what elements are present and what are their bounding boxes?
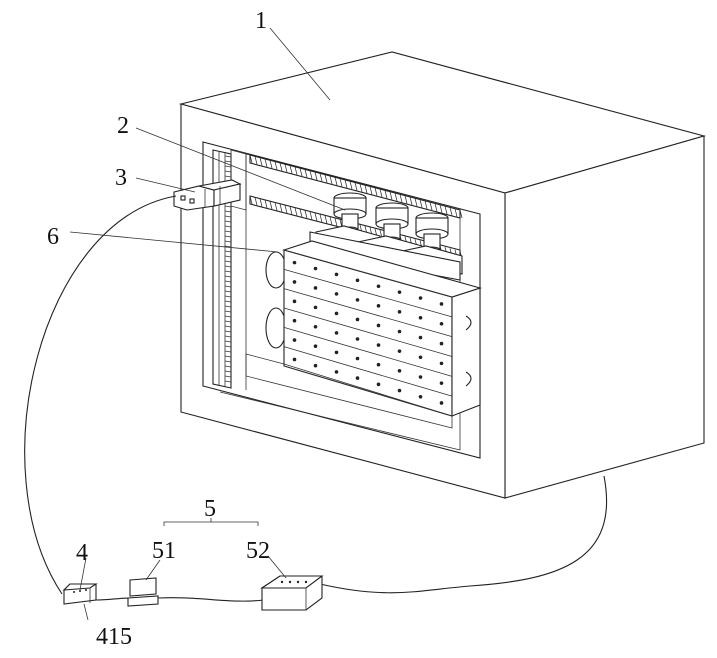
label-415: 415 [96,624,132,650]
label-51: 51 [152,538,176,564]
label-6: 6 [47,224,59,250]
block-side [452,288,480,416]
device-52-box [262,576,322,610]
cabinet-side-face [505,136,704,498]
cable-4-51 [96,598,130,600]
label-2: 2 [117,113,129,139]
cable-51-52 [158,598,264,601]
label-4: 4 [76,540,88,566]
label-52: 52 [246,538,270,564]
label-5: 5 [204,496,216,522]
device-4 [64,584,96,604]
cable-52-cabinet [320,476,607,593]
device-51-monitor [128,578,158,606]
cable-sensor [25,196,176,594]
label-1: 1 [255,8,267,34]
label-3: 3 [115,165,127,191]
